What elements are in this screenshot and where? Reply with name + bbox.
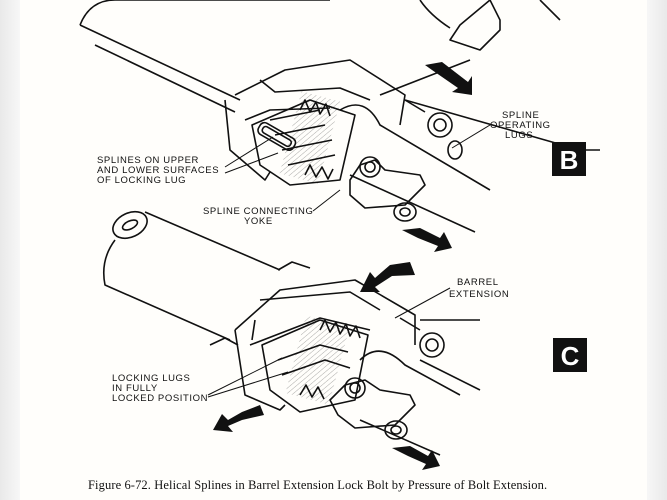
panel-b-badge: B <box>552 142 586 176</box>
document-page: B SPLINE OPERATING LUGS SPLINES ON UPPER… <box>20 0 647 500</box>
arrow-icon <box>392 446 440 470</box>
label-barrel-extension: BARREL EXTENSION <box>449 277 509 300</box>
panel-c-badge: C <box>553 338 587 372</box>
panel-b-leader-lines <box>224 124 491 212</box>
label-spline-connecting-yoke: SPLINE CONNECTING YOKE <box>203 206 317 227</box>
arrow-icon <box>425 62 472 95</box>
panel-b-spline-hatching <box>279 91 341 184</box>
badge-c-text: C <box>561 341 580 371</box>
panel-b-arrows <box>402 62 472 252</box>
figure-caption: Figure 6-72. Helical Splines in Barrel E… <box>88 478 548 492</box>
technical-illustration: B SPLINE OPERATING LUGS SPLINES ON UPPER… <box>79 0 600 470</box>
label-locking-lugs: LOCKING LUGS IN FULLY LOCKED POSITION <box>112 373 208 404</box>
viewer-margin-right <box>647 0 667 500</box>
panel-c-leader-lines <box>207 287 451 398</box>
badge-b-text: B <box>560 145 579 175</box>
arrow-icon <box>402 228 452 252</box>
label-splines-upper-lower: SPLINES ON UPPER AND LOWER SURFACES OF L… <box>97 155 222 186</box>
viewer-margin-left <box>0 0 20 500</box>
panel-c-spline-hatching <box>285 315 350 405</box>
panel-c-arrows <box>213 262 440 470</box>
arrow-icon <box>213 405 264 432</box>
panel-c-drawing <box>102 210 481 456</box>
arrow-icon <box>360 262 415 292</box>
label-spline-operating-lugs: SPLINE OPERATING LUGS <box>490 110 554 141</box>
